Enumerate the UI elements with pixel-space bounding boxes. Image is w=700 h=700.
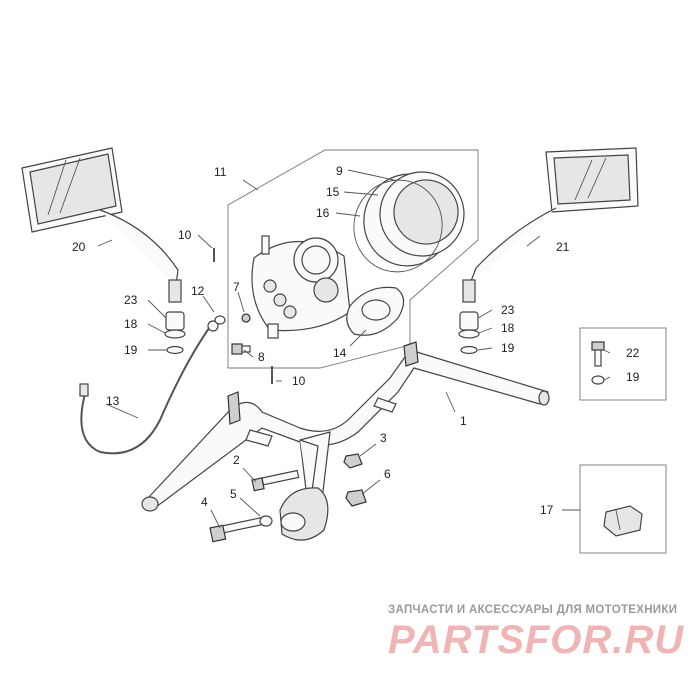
callout-22: 22 xyxy=(626,346,640,360)
instrument-lens xyxy=(353,171,465,273)
callout-8: 8 xyxy=(258,350,265,364)
speedometer-cable xyxy=(79,320,219,455)
callout-3: 3 xyxy=(380,431,387,445)
bolt-22 xyxy=(591,341,605,367)
watermark-tagline: ЗАПЧАСТИ И АКСЕССУАРЫ ДЛЯ МОТОТЕХНИКИ xyxy=(388,604,678,616)
callout-18-right: 18 xyxy=(501,321,515,335)
callout-1: 1 xyxy=(460,414,467,428)
part-17-knob xyxy=(603,505,643,537)
nut-3 xyxy=(343,453,363,469)
nut-7 xyxy=(241,313,251,323)
bolt-4 xyxy=(209,516,268,543)
nut-6 xyxy=(345,489,367,507)
instrument-group-outline xyxy=(227,149,479,369)
instrument-bezel xyxy=(346,286,405,336)
watermark-logo: PARTSFOR.RU xyxy=(388,618,685,662)
handlebar[interactable] xyxy=(141,341,550,512)
right-mirror[interactable] xyxy=(462,147,639,303)
callout-2: 2 xyxy=(233,453,240,467)
part-17-box xyxy=(579,464,667,554)
washer-5 xyxy=(259,515,273,527)
callout-23-right: 23 xyxy=(501,303,515,317)
callout-6: 6 xyxy=(384,467,391,481)
callout-11: 11 xyxy=(214,165,227,179)
part-22-box xyxy=(579,327,667,401)
callout-19-box: 19 xyxy=(626,370,640,384)
left-mirror[interactable] xyxy=(21,147,182,303)
callout-5: 5 xyxy=(230,487,237,501)
callout-19-left: 19 xyxy=(124,343,138,357)
callout-13: 13 xyxy=(106,394,120,408)
callout-15: 15 xyxy=(326,185,340,199)
callout-23-left: 23 xyxy=(124,293,138,307)
callout-19-right: 19 xyxy=(501,341,515,355)
callout-7: 7 xyxy=(233,280,240,294)
callout-14: 14 xyxy=(333,346,347,360)
washer-19-box xyxy=(591,375,605,385)
callout-9: 9 xyxy=(336,164,343,178)
bolt-2 xyxy=(251,469,300,492)
handlebar-riser xyxy=(279,431,331,541)
left-mount-parts xyxy=(164,311,186,355)
o-ring-12 xyxy=(214,315,226,325)
callout-4: 4 xyxy=(201,495,208,509)
callout-10-top: 10 xyxy=(178,228,192,242)
instrument-cluster[interactable] xyxy=(251,235,351,339)
callout-17: 17 xyxy=(540,503,554,517)
callout-21: 21 xyxy=(556,240,570,254)
callout-16: 16 xyxy=(316,206,330,220)
right-mount-parts xyxy=(458,311,480,355)
callout-20: 20 xyxy=(72,240,86,254)
leader-lines xyxy=(97,169,611,529)
callout-18-left: 18 xyxy=(124,317,138,331)
callout-10-bottom: 10 xyxy=(292,374,306,388)
callout-12: 12 xyxy=(191,284,205,298)
